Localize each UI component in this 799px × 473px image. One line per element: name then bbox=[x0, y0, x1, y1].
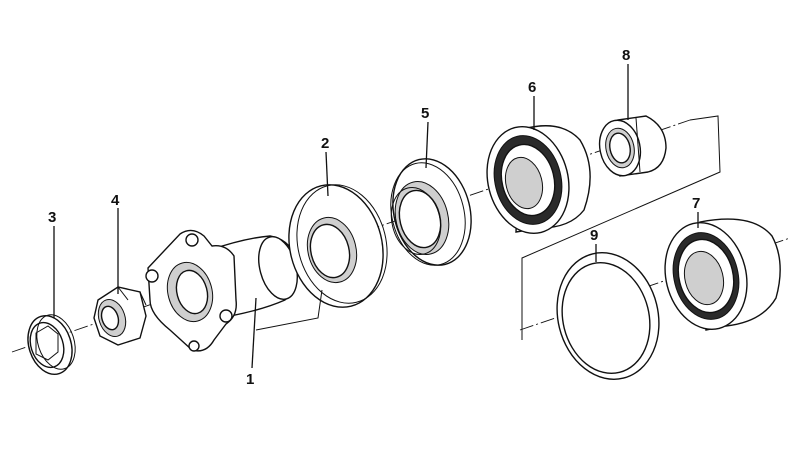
callout-6: 6 bbox=[528, 79, 536, 96]
callout-2: 2 bbox=[321, 135, 329, 152]
part-1-flange bbox=[145, 229, 298, 352]
callout-3: 3 bbox=[48, 209, 56, 226]
leader-lines bbox=[53, 64, 699, 369]
part-5-seal bbox=[390, 158, 472, 266]
part-8-bushing bbox=[598, 115, 667, 177]
part-2-cover-plate bbox=[288, 184, 388, 308]
callout-5: 5 bbox=[421, 105, 429, 122]
callout-labels: 3 4 1 2 5 6 8 9 7 bbox=[48, 47, 700, 388]
callout-8: 8 bbox=[622, 47, 630, 64]
part-7-bearing-housing bbox=[664, 218, 781, 331]
callout-9: 9 bbox=[590, 227, 598, 244]
part-4-hex-nut bbox=[93, 286, 147, 346]
callout-7: 7 bbox=[692, 195, 700, 212]
callout-1: 1 bbox=[246, 371, 254, 388]
part-6-roller-bearing bbox=[486, 125, 591, 234]
callout-4: 4 bbox=[111, 192, 120, 209]
part-3-lock-ring bbox=[27, 314, 76, 375]
part-9-retaining-ring bbox=[556, 252, 660, 380]
